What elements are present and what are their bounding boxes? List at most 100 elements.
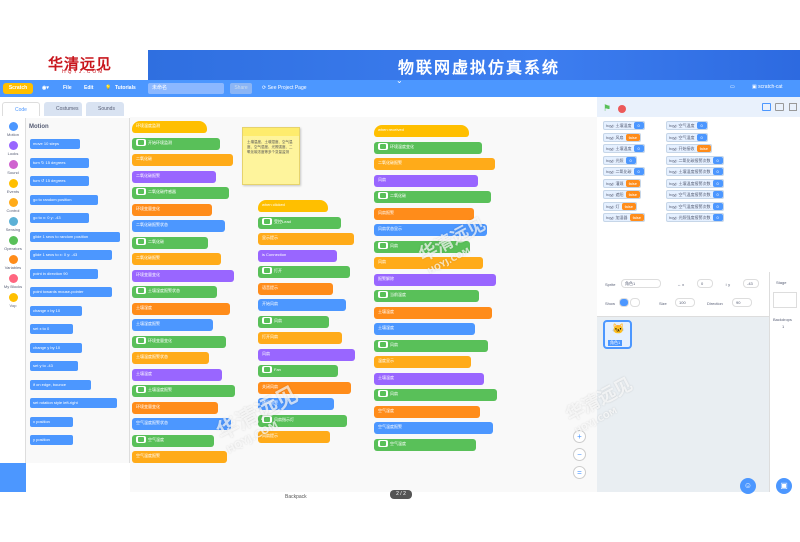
- palette-block[interactable]: x position: [30, 416, 73, 427]
- code-block[interactable]: 二氧化碳报警状态: [132, 220, 225, 232]
- category-my-blocks[interactable]: My Blocks: [0, 274, 26, 289]
- category-operators[interactable]: Operators: [0, 236, 26, 251]
- code-block[interactable]: 空气温度报警: [132, 451, 227, 463]
- hide-toggle[interactable]: [630, 298, 640, 307]
- choose-backdrop-button[interactable]: ▣: [776, 478, 792, 494]
- fullscreen-icon[interactable]: [789, 103, 797, 111]
- category-looks[interactable]: Looks: [0, 141, 26, 156]
- code-block[interactable]: 通风报警: [258, 398, 334, 410]
- stage-selector[interactable]: Stage Backdrops 1: [769, 272, 800, 492]
- code-block[interactable]: 二氧化碳报警: [374, 158, 495, 170]
- code-block[interactable]: 温度显示: [374, 356, 471, 368]
- code-block[interactable]: 土壤温度报警状态: [132, 352, 209, 364]
- code-block[interactable]: when clicked: [258, 200, 328, 212]
- code-block[interactable]: 土壤温度: [374, 372, 484, 385]
- code-block[interactable]: 风扇指示灯: [258, 414, 347, 427]
- add-extension-button[interactable]: [0, 463, 26, 492]
- zoom-out-button[interactable]: −: [573, 448, 586, 461]
- tab-code[interactable]: Code: [2, 102, 40, 116]
- direction-input[interactable]: 90: [732, 298, 752, 307]
- size-input[interactable]: 100: [675, 298, 695, 307]
- code-block[interactable]: 风扇报警: [374, 207, 474, 220]
- category-motion[interactable]: Motion: [0, 122, 26, 137]
- show-visible-toggle[interactable]: [619, 298, 629, 307]
- scratch-logo[interactable]: Scratch: [3, 83, 33, 94]
- y-input[interactable]: -43: [743, 279, 759, 288]
- code-block[interactable]: 风扇状态显示: [374, 224, 487, 236]
- palette-block[interactable]: set y to -43: [30, 361, 78, 371]
- code-block[interactable]: is Connection: [258, 249, 337, 262]
- code-block[interactable]: 显示提示: [258, 233, 354, 245]
- code-block[interactable]: 开始风扇: [258, 299, 346, 311]
- tab-costumes[interactable]: Costumes: [44, 102, 82, 116]
- folder-icon[interactable]: ▭: [730, 84, 735, 90]
- code-block[interactable]: 风扇: [374, 389, 497, 401]
- code-block[interactable]: 二氧化碳: [132, 154, 233, 166]
- code-block[interactable]: 风扇: [374, 240, 470, 253]
- code-block[interactable]: 空气湿度: [374, 405, 480, 418]
- see-project-page-link[interactable]: ⟳ See Project Page: [262, 85, 307, 91]
- code-block[interactable]: 打开: [258, 266, 350, 278]
- palette-block[interactable]: change x by 10: [30, 305, 83, 316]
- code-block[interactable]: 风扇: [374, 339, 488, 352]
- menu-edit[interactable]: Edit: [84, 85, 94, 91]
- palette-block[interactable]: go to random position: [30, 194, 99, 205]
- palette-block[interactable]: point in direction 90: [30, 268, 99, 279]
- code-block[interactable]: 打开风扇: [258, 332, 342, 344]
- code-block[interactable]: 报警解除: [374, 273, 496, 286]
- menu-tutorials[interactable]: Tutorials: [115, 85, 136, 91]
- code-block[interactable]: 风扇: [258, 348, 355, 361]
- category-sensing[interactable]: Sensing: [0, 217, 26, 232]
- chevron-down-icon[interactable]: ⌄: [396, 76, 403, 85]
- zoom-reset-button[interactable]: =: [573, 466, 586, 479]
- comment-note-header[interactable]: [243, 128, 299, 136]
- code-block[interactable]: 环境温度监测: [132, 121, 207, 133]
- stop-icon[interactable]: [618, 105, 626, 113]
- palette-block[interactable]: change y by 10: [30, 342, 83, 353]
- code-block[interactable]: 二氧化碳: [132, 236, 208, 249]
- code-block[interactable]: 环境变量变化: [132, 335, 226, 348]
- code-block[interactable]: 空气温度报警状态: [132, 418, 231, 430]
- code-block[interactable]: 空气温度: [132, 434, 214, 447]
- palette-block[interactable]: turn ↺ 15 degrees: [30, 176, 90, 186]
- code-block[interactable]: 风扇提示: [258, 431, 330, 443]
- sprite-name-input[interactable]: 角色1: [621, 279, 661, 288]
- code-block[interactable]: 受控Lead: [258, 216, 341, 229]
- code-block[interactable]: when received: [374, 125, 469, 137]
- code-block[interactable]: 语音提示: [258, 282, 333, 295]
- code-block[interactable]: 风扇: [374, 257, 483, 269]
- code-block[interactable]: 开始环境监测: [132, 137, 220, 150]
- user-menu[interactable]: ▣ scratch-cat: [752, 84, 783, 90]
- code-block[interactable]: 土壤湿度报警状态: [132, 286, 217, 298]
- code-block[interactable]: 空气温度报警: [374, 422, 493, 434]
- code-block[interactable]: 环境温度变化: [374, 141, 482, 154]
- code-block[interactable]: 空气温度: [374, 438, 476, 451]
- category-variables[interactable]: Variables: [0, 255, 26, 270]
- palette-block[interactable]: go to x: 0 y: -43: [30, 213, 90, 223]
- category-vop[interactable]: Vop: [0, 293, 26, 308]
- small-stage-icon[interactable]: [762, 103, 771, 111]
- backpack[interactable]: Backpack: [285, 494, 307, 500]
- tab-sounds[interactable]: Sounds: [86, 102, 124, 116]
- code-block[interactable]: 二氧化碳: [374, 191, 491, 203]
- palette-block[interactable]: set rotation style left-right: [30, 398, 117, 408]
- menu-file[interactable]: File: [63, 85, 72, 91]
- code-block[interactable]: 风扇: [258, 315, 329, 328]
- choose-sprite-button[interactable]: ☺: [740, 478, 756, 494]
- code-block[interactable]: 土壤温度: [132, 368, 222, 381]
- code-block[interactable]: 风扇: [374, 174, 478, 187]
- backdrop-thumbnail[interactable]: [773, 292, 797, 308]
- code-block[interactable]: 二氧化碳报警: [132, 170, 216, 183]
- category-events[interactable]: Events: [0, 179, 26, 194]
- code-block[interactable]: 环境变量变化: [132, 401, 218, 414]
- palette-block[interactable]: move 10 steps: [30, 139, 80, 149]
- code-block[interactable]: Fan: [258, 365, 338, 377]
- zoom-in-button[interactable]: +: [573, 430, 586, 443]
- large-stage-icon[interactable]: [775, 103, 784, 111]
- code-block[interactable]: 环境变量变化: [132, 269, 234, 282]
- code-block[interactable]: 土壤湿度: [132, 302, 230, 315]
- palette-block[interactable]: turn ↻ 15 degrees: [30, 157, 90, 168]
- palette-block[interactable]: y position: [30, 435, 73, 445]
- code-block[interactable]: 土壤温度: [374, 306, 492, 319]
- share-button[interactable]: Share: [230, 83, 252, 94]
